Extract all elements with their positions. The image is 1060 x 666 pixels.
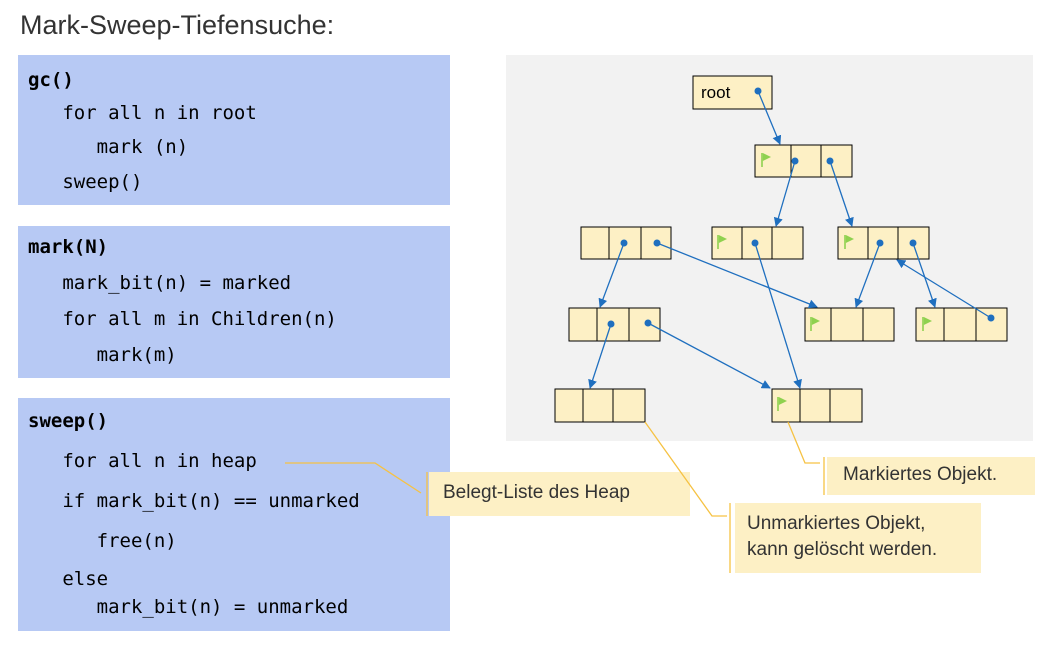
code-line-sweep-signature: sweep() [28,410,109,432]
callout-unmarked-text-1: Unmarkiertes Objekt, [747,513,926,534]
callout-heap-list: Belegt-Liste des Heap [429,472,690,516]
callout-heap-list-text: Belegt-Liste des Heap [443,482,630,503]
callout-unmarked: Unmarkiertes Objekt, kann gelöscht werde… [735,503,981,573]
heap-object-a [754,144,853,178]
code-line: sweep() [28,171,143,193]
code-line-gc-signature: gc() [28,69,74,91]
code-line: mark_bit(n) = unmarked [28,596,349,618]
heap-object-f [804,307,895,342]
callout-marked-text: Markiertes Objekt. [843,464,998,485]
code-line: if mark_bit(n) == unmarked [28,490,360,512]
heap-object-marked [771,388,863,423]
code-line: for all n in root [28,102,257,124]
heap-object-c [711,226,804,260]
code-block-mark: mark(N) mark_bit(n) = marked for all m i… [18,226,450,378]
heap-object-unmarked [554,388,646,423]
pointer-arrows [588,90,992,389]
code-line: mark_bit(n) = marked [28,272,292,294]
root-label: root [701,83,731,102]
callout-marked: Markiertes Objekt. [827,457,1035,495]
callout-unmarked-text-2: kann gelöscht werden. [747,539,938,560]
callout-connectors [285,421,825,573]
code-line: mark(m) [28,344,177,366]
heap-object-e [568,307,661,342]
heap-object-d [837,226,930,260]
heap-object-g [915,307,1008,342]
pointer-dots [607,87,995,328]
code-line: for all n in heap [28,450,257,472]
code-line-mark-signature: mark(N) [28,236,109,258]
code-block-gc: gc() for all n in root mark (n) sweep() [18,55,450,205]
code-block-sweep: sweep() for all n in heap if mark_bit(n)… [18,398,450,631]
code-line: mark (n) [28,136,189,158]
code-line: else [28,568,109,590]
code-line: for all m in Children(n) [28,308,337,330]
code-line: free(n) [28,530,177,552]
page-title: Mark-Sweep-Tiefensuche: [20,10,335,40]
heap-object-b [580,226,672,260]
